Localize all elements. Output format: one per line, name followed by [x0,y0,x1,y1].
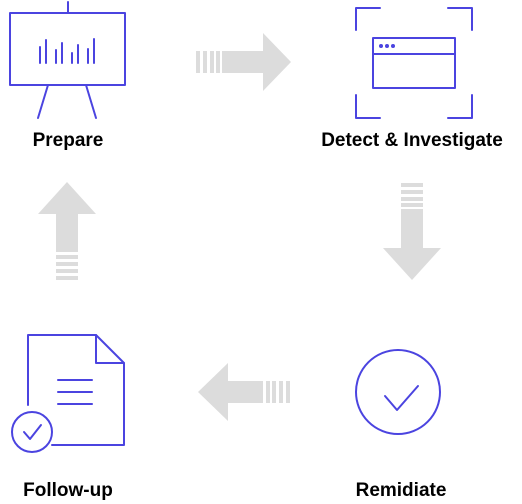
step-label-follow-up: Follow-up [23,480,113,501]
arrow-down [383,183,441,280]
arrow-left [198,363,290,421]
browser-dots [379,44,395,48]
document-check-icon [11,334,125,453]
arrow-right [196,33,291,91]
presentation-board-icon [9,1,126,119]
browser-window-scan-icon [355,7,473,119]
arrow-up [38,182,96,280]
step-label-detect: Detect & Investigate [321,130,503,151]
step-label-prepare: Prepare [33,130,104,151]
check-circle-icon [355,349,441,435]
step-label-remediate: Remidiate [356,480,447,501]
